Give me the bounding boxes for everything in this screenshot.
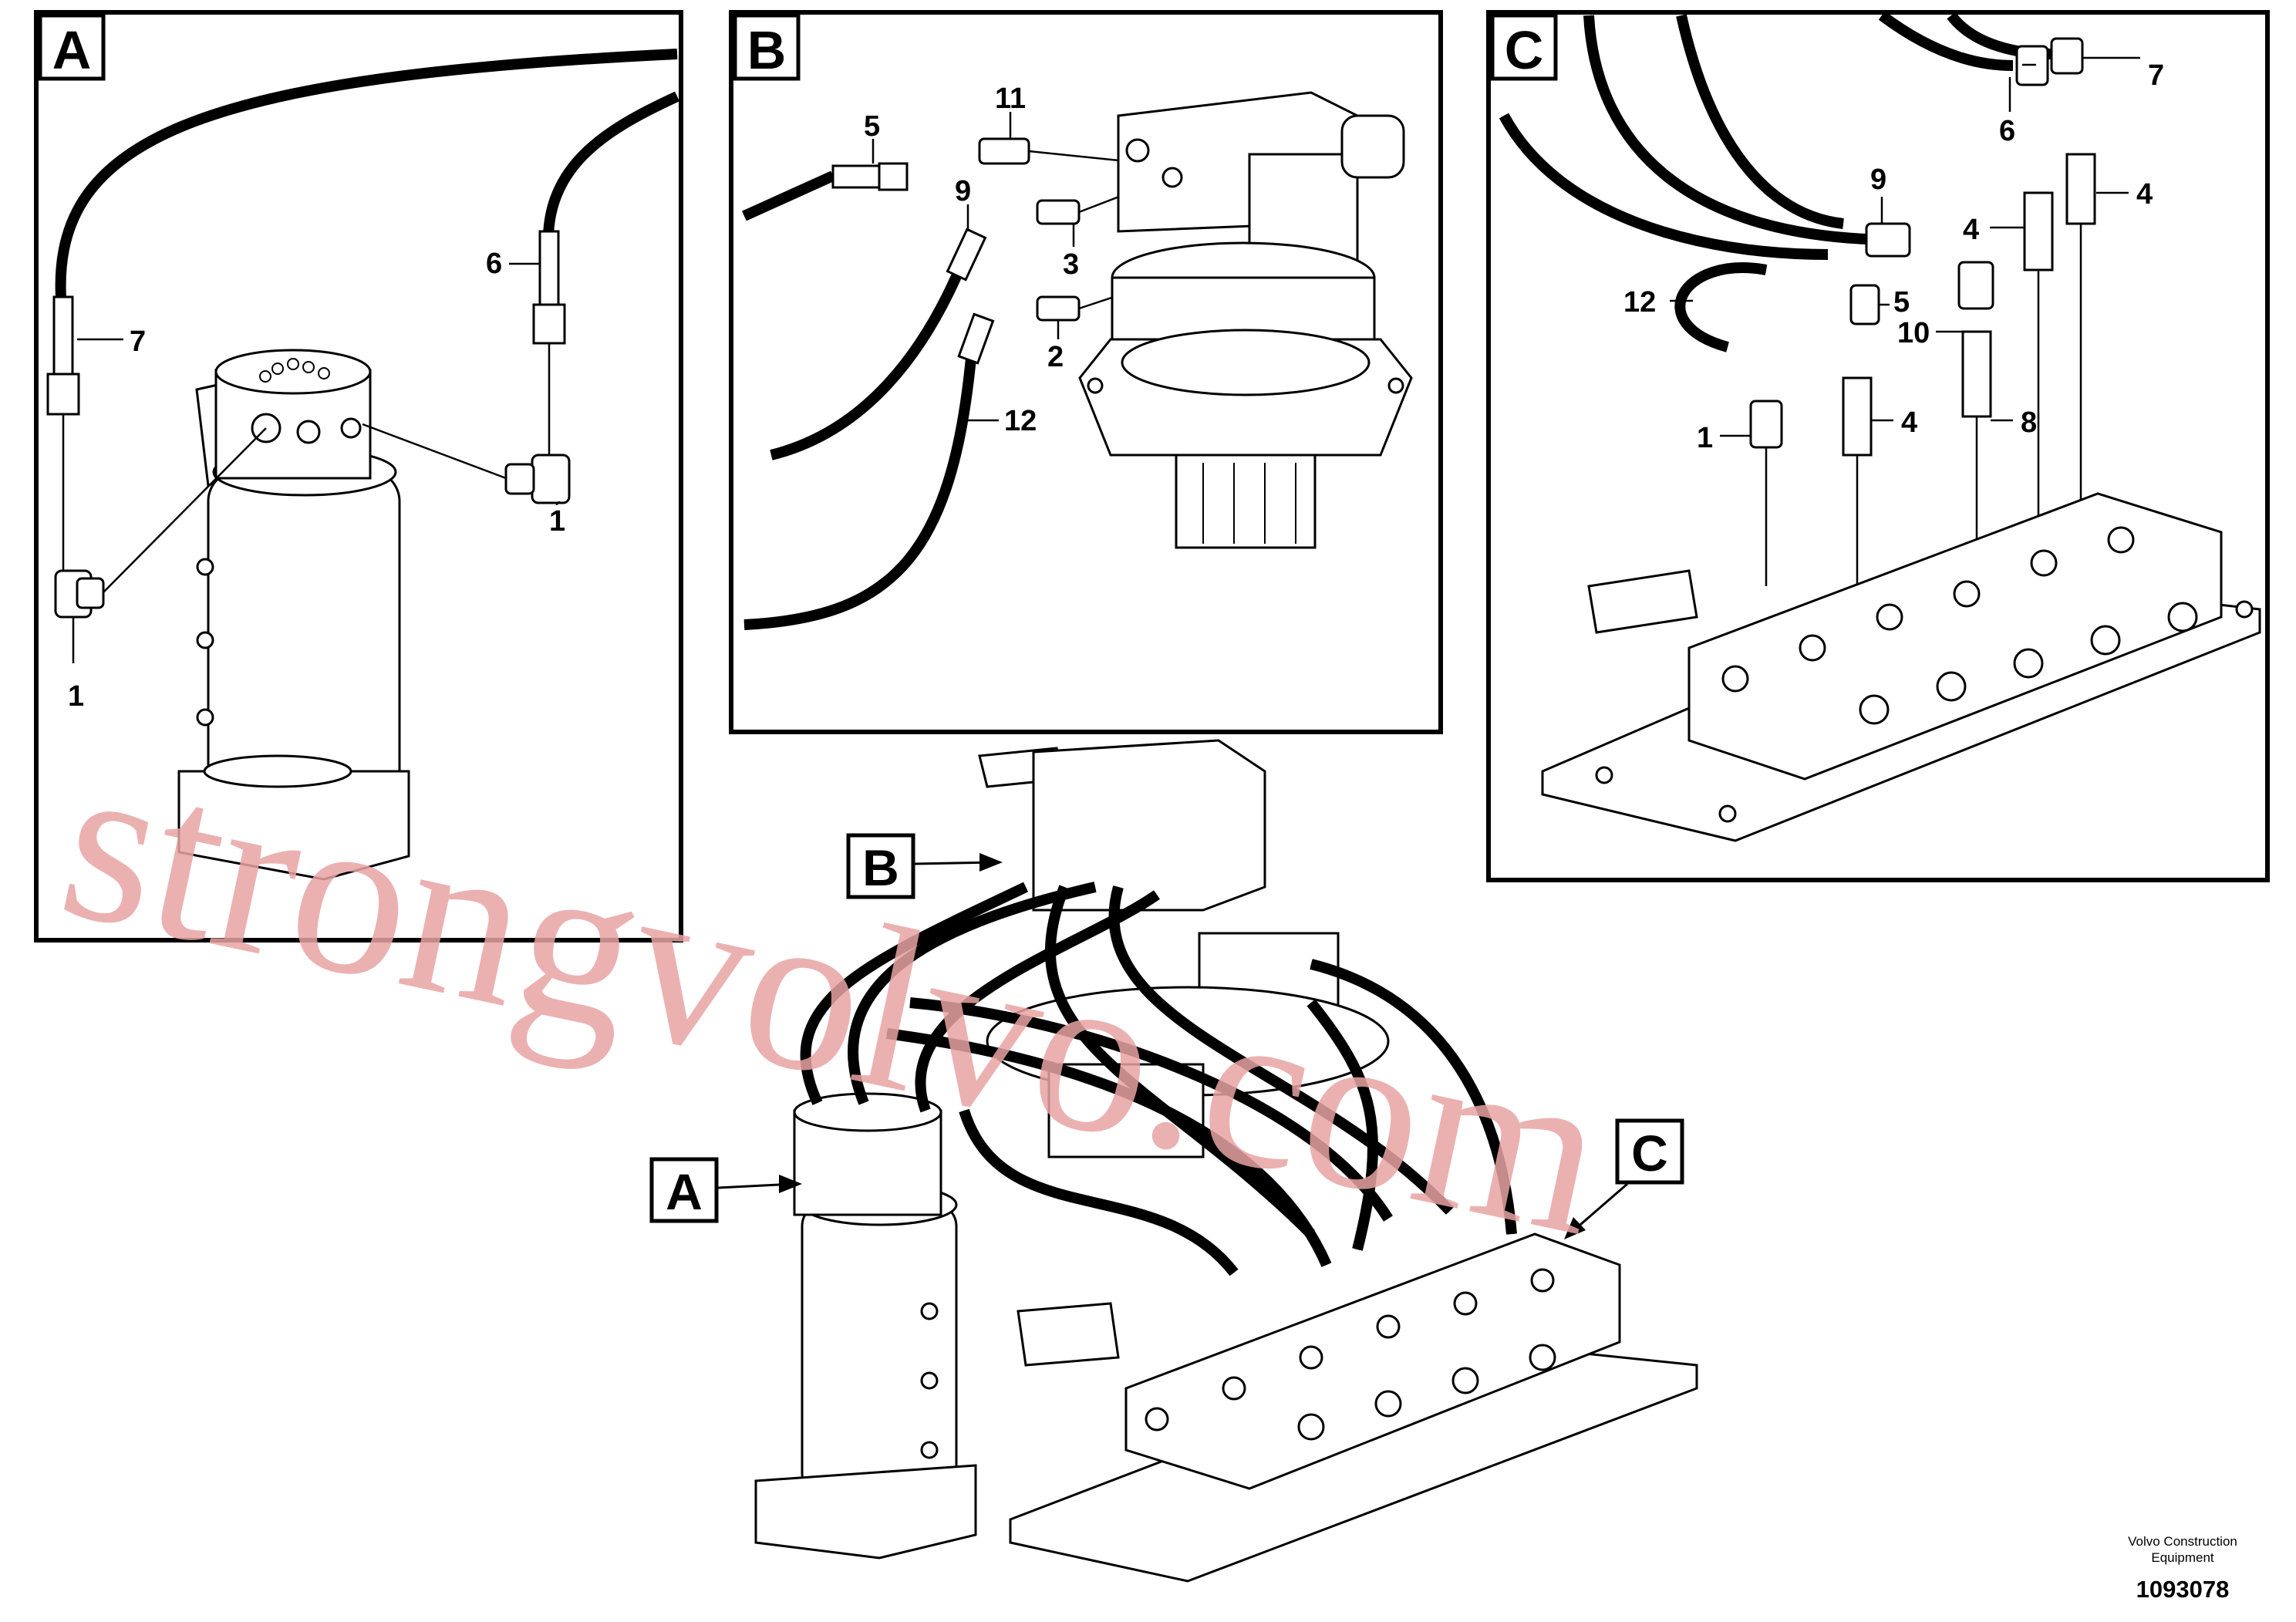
credit-line-2: Equipment: [2151, 1550, 2214, 1565]
callout-a-label: A: [666, 1163, 703, 1220]
callout-c: C: [1564, 1118, 1684, 1239]
part-label-4-upper: 4: [1963, 214, 1979, 246]
part-label-5: 5: [1893, 286, 1910, 319]
part-label-9: 9: [955, 175, 971, 207]
callout-c-label: C: [1631, 1125, 1668, 1182]
part-label-1-lower: 1: [68, 680, 84, 713]
panel-b-hoses: [742, 162, 995, 630]
panel-b-label: B: [747, 20, 787, 80]
callout-b-label: B: [862, 839, 899, 896]
part-label-5: 5: [864, 110, 880, 143]
part-label-2: 2: [1047, 341, 1064, 373]
part-label-7: 7: [2148, 59, 2164, 92]
part-label-10: 10: [1897, 317, 1930, 349]
panel-c-fittings: [1749, 37, 2096, 586]
callout-b: B: [846, 833, 1003, 899]
part-label-3: 3: [1063, 248, 1079, 281]
callout-a: A: [649, 1157, 802, 1223]
panel-a-badge: [38, 13, 106, 81]
part-label-9: 9: [1870, 164, 1886, 196]
control-valve-block: [1541, 492, 2261, 842]
part-label-1: 1: [549, 505, 565, 538]
publisher-credit: Volvo Construction Equipment: [2082, 1533, 2283, 1566]
part-label-12: 12: [1004, 405, 1037, 437]
part-label-6: 6: [486, 248, 502, 280]
swivel-joint: [177, 349, 410, 881]
panel-a: A: [34, 10, 683, 943]
part-label-11: 11: [995, 83, 1026, 115]
part-label-4-lower: 4: [1901, 406, 1917, 439]
swing-motor: [1078, 91, 1413, 549]
panel-b-adapters: [978, 137, 1266, 322]
part-label-1: 1: [1697, 422, 1713, 454]
main-assembly: [754, 739, 1698, 1583]
panel-c-badge: [1490, 13, 1558, 81]
panel-c-hoses: [1499, 11, 2052, 352]
panel-a-hoses: [46, 49, 679, 571]
credit-line-1: Volvo Construction: [2128, 1534, 2237, 1549]
part-label-7: 7: [130, 325, 146, 358]
part-label-4-right: 4: [2136, 178, 2153, 211]
panel-a-label: A: [52, 20, 92, 80]
document-number: 1093078: [2136, 1576, 2230, 1603]
panel-b-badge: [733, 13, 801, 81]
part-label-12: 12: [1623, 286, 1656, 319]
part-label-8: 8: [2021, 406, 2037, 439]
panel-c: C: [1486, 10, 2270, 882]
panel-b: B: [729, 10, 1443, 734]
part-label-6: 6: [1999, 115, 2015, 147]
panel-c-label: C: [1505, 20, 1544, 80]
